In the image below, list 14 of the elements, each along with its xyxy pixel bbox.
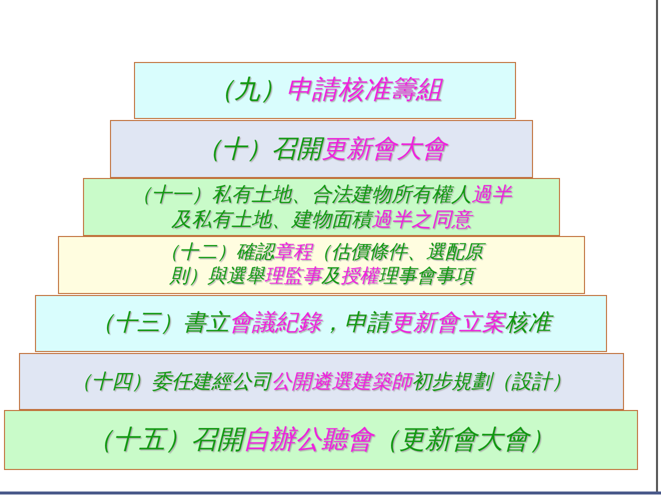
step-text: （九）申請核准籌組 — [208, 74, 442, 107]
step-box — [110, 120, 533, 178]
step-box — [19, 353, 624, 410]
step-box — [83, 178, 560, 236]
step-text: （十二）確認章程（估價條件、選配原則）與選舉理監事及授權理事會事項 — [149, 241, 494, 289]
step-box — [35, 295, 607, 352]
step-text: （十三）書立會議紀錄，申請更新會立案核准 — [91, 309, 551, 338]
step-box — [58, 236, 585, 294]
step-box — [134, 62, 516, 119]
step-text: （十四）委任建經公司公開遴選建築師初步規劃（設計） — [72, 369, 572, 394]
step-text: （十五）召開自辦公聽會（更新會大會） — [87, 424, 555, 456]
step-text: （十）召開更新會大會 — [196, 133, 446, 165]
step-box — [4, 410, 638, 470]
step-text: （十一）私有土地、合法建物所有權人過半及私有土地、建物面積過半之同意 — [130, 182, 513, 232]
